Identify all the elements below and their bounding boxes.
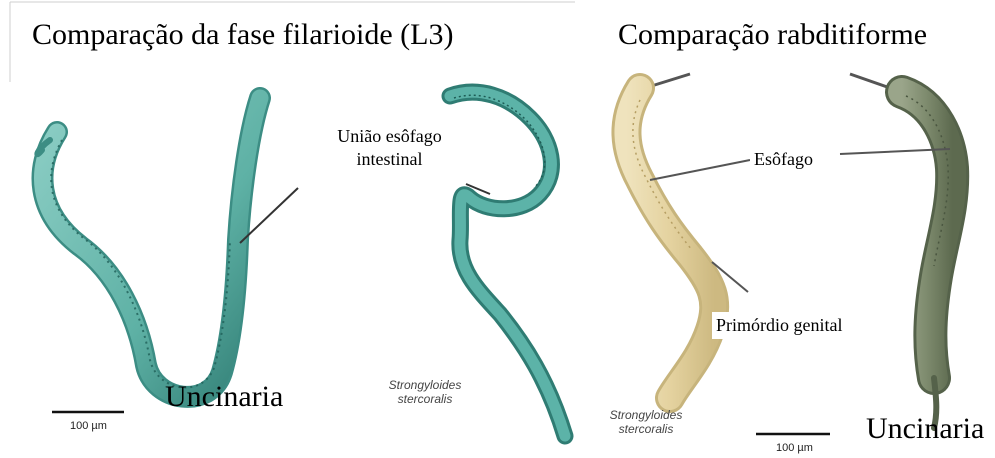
uncinaria-left-label: Uncinaria [165,382,283,412]
strongyloides-r-label-line1: Strongyloides [604,408,688,422]
rhabditiform-illustration [600,0,995,458]
rhabditiform-comparison-panel: Comparação rabditiforme Esôfago Primórdi… [600,0,995,458]
strongyloides-filariform-label: Strongyloides stercoralis [380,378,470,407]
strongyloides-r-label-line2: stercoralis [604,422,688,436]
esophagus-intestine-junction-label: União esôfago intestinal [303,123,476,172]
scale-text-left: 100 µm [70,420,107,432]
uncinaria-right-label: Uncinaria [866,414,984,444]
filariform-illustration [0,0,600,458]
filariform-comparison-panel: Comparação da fase filarioide (L3) União… [0,0,600,458]
scale-text-right: 100 µm [776,442,813,454]
strongyloides-rhabditiform-label: Strongyloides stercoralis [604,408,688,437]
junction-label-line2: intestinal [307,148,472,171]
strongyloides-label-line1: Strongyloides [380,378,470,392]
rhabditiform-heading: Comparação rabditiforme [618,20,927,50]
junction-label-line1: União esôfago [307,125,472,148]
strongyloides-rhabditiform-larva [626,88,714,398]
filariform-heading: Comparação da fase filarioide (L3) [32,20,453,50]
strongyloides-label-line2: stercoralis [380,392,470,406]
uncinaria-rhabditiform-larva [902,92,952,428]
genital-primordium-label: Primórdio genital [712,312,846,339]
esophagus-pointer-left [650,160,750,180]
esophagus-label: Esôfago [750,146,817,173]
top-line-right [850,74,890,88]
uncinaria-larva [37,98,260,397]
